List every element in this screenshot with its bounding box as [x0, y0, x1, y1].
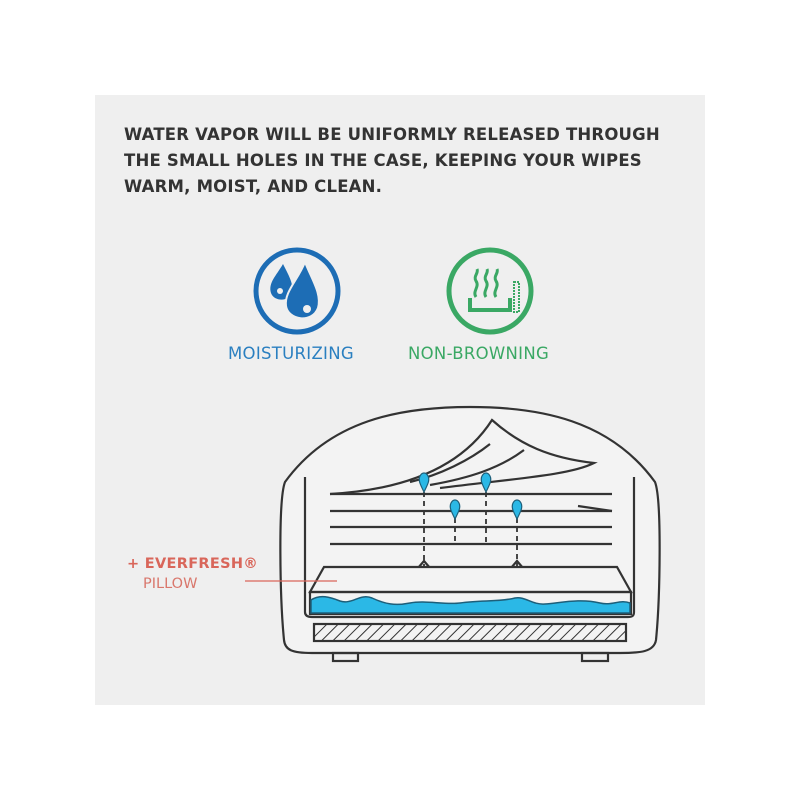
steam-heat-icon — [446, 247, 534, 335]
heating-plate — [312, 622, 628, 643]
foot-right — [580, 651, 610, 663]
callout-brand: + EVERFRESH® — [127, 556, 259, 572]
water-drops-icon — [253, 247, 341, 335]
everfresh-pillow — [308, 565, 633, 594]
non-browning-label: NON-BROWNING — [408, 344, 550, 363]
moisturizing-label: MOISTURIZING — [228, 344, 354, 363]
headline: WATER VAPOR WILL BE UNIFORMLY RELEASED T… — [124, 125, 660, 196]
water-reservoir — [310, 595, 631, 614]
callout-item: PILLOW — [143, 576, 198, 592]
vapor-droplets — [418, 472, 523, 521]
everfresh-callout: + EVERFRESH® PILLOW — [127, 554, 258, 594]
wipe-warmer-illustration — [279, 405, 661, 663]
foot-left — [331, 651, 360, 663]
